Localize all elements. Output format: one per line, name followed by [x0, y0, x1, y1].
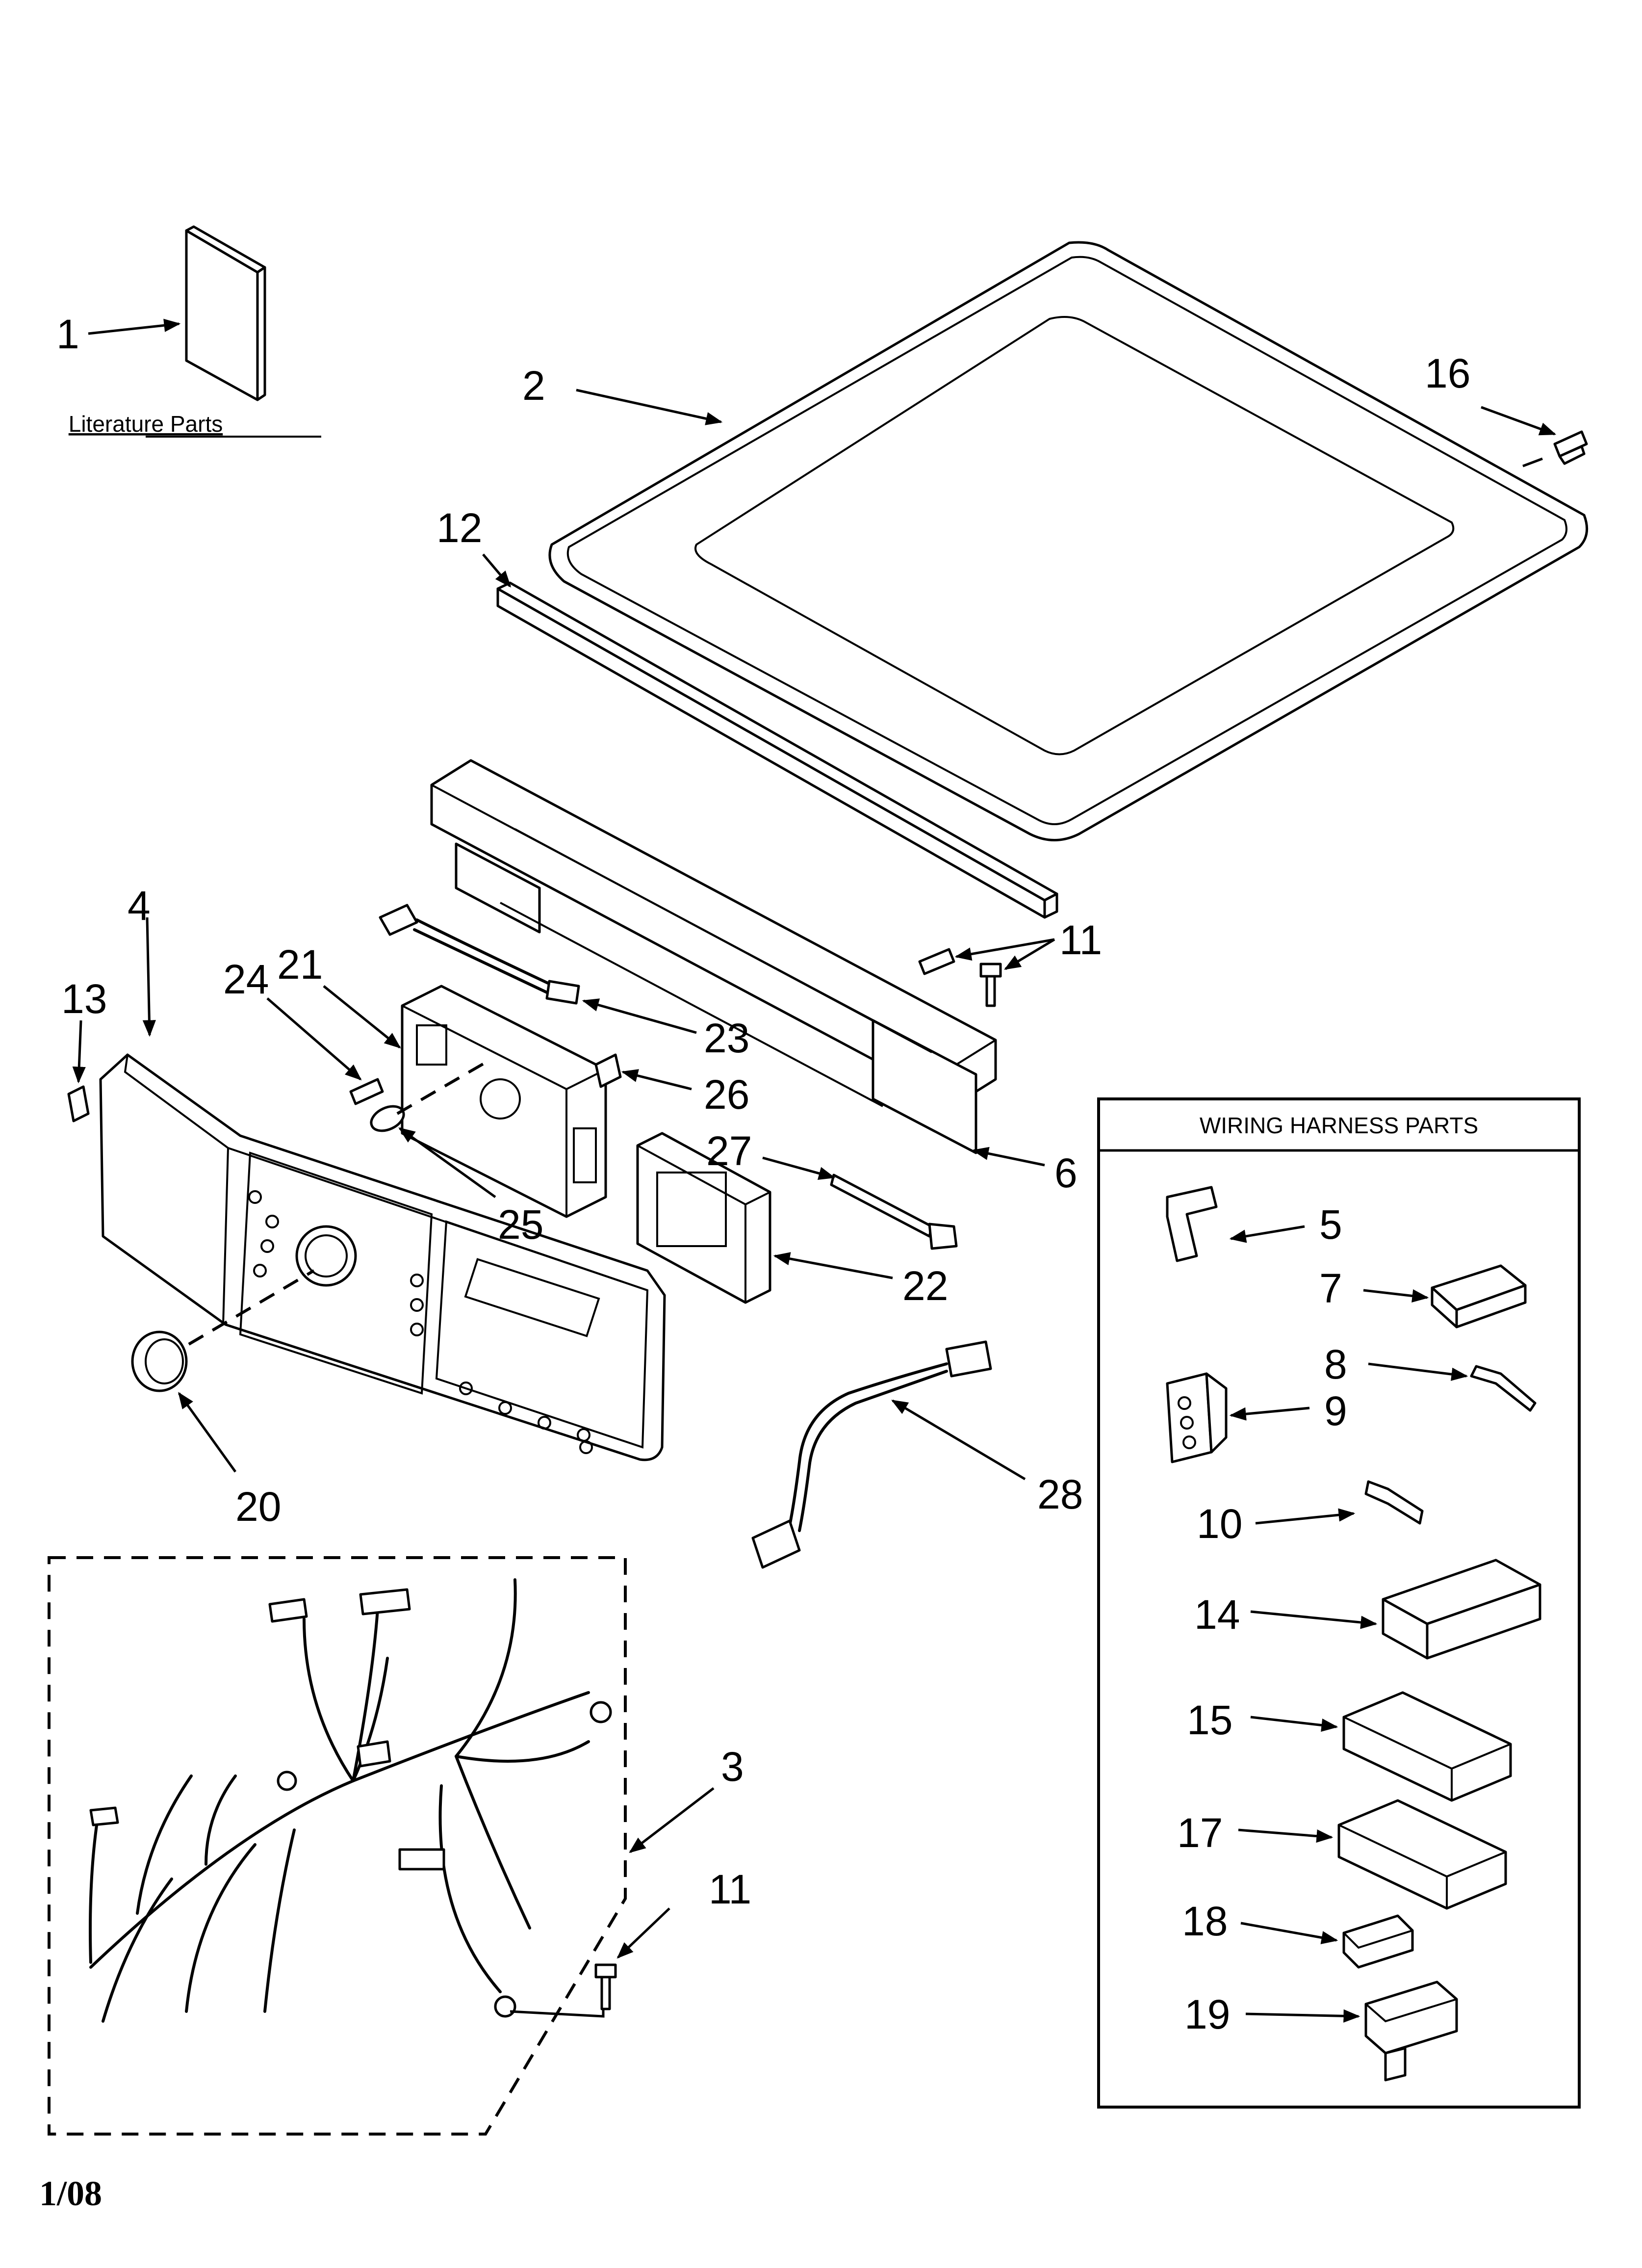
callout-7: 7	[1319, 1265, 1342, 1311]
badge-13	[67, 1085, 90, 1122]
knob-20	[131, 1330, 188, 1392]
callout-21: 21	[277, 941, 323, 988]
leader-5	[1229, 1225, 1305, 1243]
leader-6	[972, 1147, 1045, 1167]
date-code: 1/08	[39, 2174, 102, 2213]
leader-20	[178, 1392, 237, 1473]
leader-7	[1363, 1289, 1429, 1303]
leader-28	[891, 1399, 1026, 1481]
leader-16-tail	[1522, 457, 1543, 468]
callout-15: 15	[1187, 1697, 1232, 1743]
leader-10	[1255, 1508, 1356, 1525]
callout-11-upper: 11	[1059, 917, 1102, 963]
callout-13: 13	[61, 976, 107, 1022]
callout-4: 4	[128, 883, 151, 929]
leader-11b	[616, 1907, 670, 1959]
literature-parts-booklet	[185, 225, 266, 401]
callout-20: 20	[235, 1484, 281, 1530]
control-board-21	[401, 985, 607, 1218]
harness-28	[751, 1340, 992, 1569]
leader-1	[88, 318, 181, 335]
screw-16	[1553, 430, 1588, 465]
leader-19	[1245, 2009, 1360, 2023]
callout-2: 2	[522, 363, 545, 409]
leader-18	[1240, 1922, 1338, 1944]
leader-24	[266, 997, 362, 1081]
leader-11b-tail	[510, 2009, 605, 2018]
literature-parts-label: Literature Parts	[69, 411, 223, 437]
callout-14: 14	[1194, 1591, 1240, 1638]
callout-8: 8	[1324, 1341, 1347, 1387]
harness-3-dashed-box	[48, 1556, 627, 2136]
screw-24	[349, 1078, 384, 1105]
leader-4	[142, 917, 156, 1037]
callout-16: 16	[1425, 350, 1470, 396]
connector-9	[1166, 1372, 1228, 1463]
leader-16	[1481, 406, 1557, 436]
tie-strap-27	[830, 1173, 958, 1250]
connector-19	[1364, 1981, 1458, 2082]
wiring-harness-box	[1097, 1097, 1581, 2109]
leader-14	[1250, 1610, 1378, 1629]
screw-11-upper-b	[979, 963, 1002, 1007]
callout-12: 12	[436, 505, 482, 551]
callout-26: 26	[704, 1071, 749, 1118]
leader-11a-2	[1004, 938, 1055, 970]
leader-22	[773, 1252, 893, 1279]
leader-9	[1229, 1407, 1310, 1421]
screw-11-lower	[594, 1963, 617, 2010]
callout-10: 10	[1197, 1501, 1242, 1547]
control-bracket-6	[430, 759, 997, 1154]
leader-25	[398, 1127, 496, 1199]
callout-24: 24	[223, 956, 269, 1002]
callout-11-lower: 11	[709, 1866, 751, 1912]
callout-9: 9	[1324, 1388, 1347, 1434]
clip-5	[1166, 1186, 1218, 1262]
leader-17	[1238, 1828, 1334, 1843]
callout-28: 28	[1037, 1471, 1083, 1517]
leader-27	[762, 1156, 836, 1180]
callout-17: 17	[1177, 1810, 1223, 1856]
terminal-8	[1470, 1365, 1537, 1412]
leader-26	[621, 1069, 692, 1091]
leader-13	[72, 1020, 86, 1084]
leader-3	[629, 1787, 715, 1853]
callout-1: 1	[56, 311, 79, 357]
leader-15	[1250, 1716, 1338, 1732]
connector-15	[1342, 1691, 1512, 1802]
top-panel	[548, 241, 1589, 841]
callout-18: 18	[1182, 1898, 1228, 1944]
screw-11-upper-a	[918, 948, 955, 975]
leader-23	[582, 998, 697, 1034]
callout-27: 27	[706, 1128, 752, 1174]
leader-11a-1	[954, 938, 1055, 961]
callout-6: 6	[1054, 1150, 1078, 1196]
connector-7	[1431, 1264, 1527, 1329]
callout-23: 23	[704, 1015, 749, 1061]
clip-26	[594, 1053, 622, 1088]
connector-18	[1342, 1914, 1414, 1969]
leader-21	[323, 985, 401, 1049]
callout-22: 22	[902, 1263, 948, 1309]
terminal-10	[1364, 1480, 1424, 1525]
leader-2	[576, 389, 723, 425]
leader-12	[482, 553, 512, 588]
callout-25: 25	[498, 1201, 543, 1248]
callout-19: 19	[1184, 1991, 1230, 2037]
dashed-light-line	[396, 1058, 491, 1115]
dashed-knob-line	[188, 1269, 315, 1346]
callout-3: 3	[721, 1744, 744, 1790]
connector-14	[1382, 1559, 1541, 1660]
connector-17	[1337, 1799, 1507, 1910]
wiring-box-title: WIRING HARNESS PARTS	[1200, 1113, 1478, 1138]
callout-5: 5	[1319, 1201, 1342, 1248]
harness-23	[379, 904, 580, 1005]
ui-board-22	[636, 1132, 771, 1304]
rail-strip-12	[496, 581, 1058, 919]
main-harness-3	[89, 1578, 612, 2023]
leader-8	[1368, 1362, 1468, 1381]
